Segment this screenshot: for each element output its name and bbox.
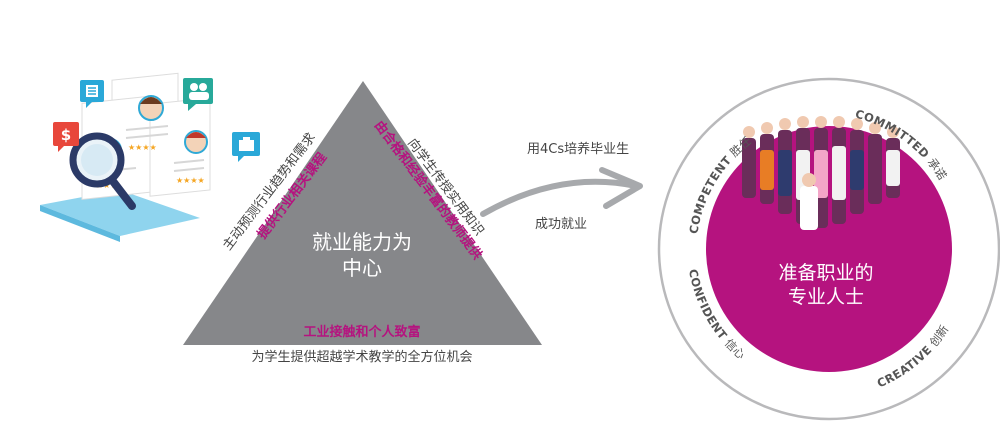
people-icon (183, 78, 213, 111)
svg-text:$: $ (61, 126, 71, 144)
triangle-center-line2: 中心 (342, 256, 382, 280)
magnifier-icon (69, 132, 136, 210)
arrow-top-label: 用4Cs培养毕业生 (527, 141, 629, 157)
resume-cards-illustration: ★★★★ ★★★★ ★★★ $ (40, 72, 260, 242)
briefcase-icon (232, 132, 260, 162)
dollar-icon: $ (53, 122, 79, 152)
bottom-outer-label: 为学生提供超越学术教学的全方位机会 (251, 349, 472, 365)
svg-text:★★★★: ★★★★ (128, 143, 157, 152)
transition-arrow (480, 167, 643, 217)
professionals-group-icon (742, 116, 900, 230)
arrow-bottom-label: 成功就业 (535, 217, 587, 232)
document-icon (80, 80, 104, 108)
svg-text:★★★★: ★★★★ (176, 176, 205, 185)
circle-center-line2: 专业人士 (788, 286, 864, 308)
circle-center-line1: 准备职业的 (778, 262, 873, 284)
employability-triangle (183, 81, 542, 345)
triangle-center-line1: 就业能力为 (312, 230, 412, 254)
bottom-inner-label: 工业接触和个人致富 (303, 324, 420, 340)
